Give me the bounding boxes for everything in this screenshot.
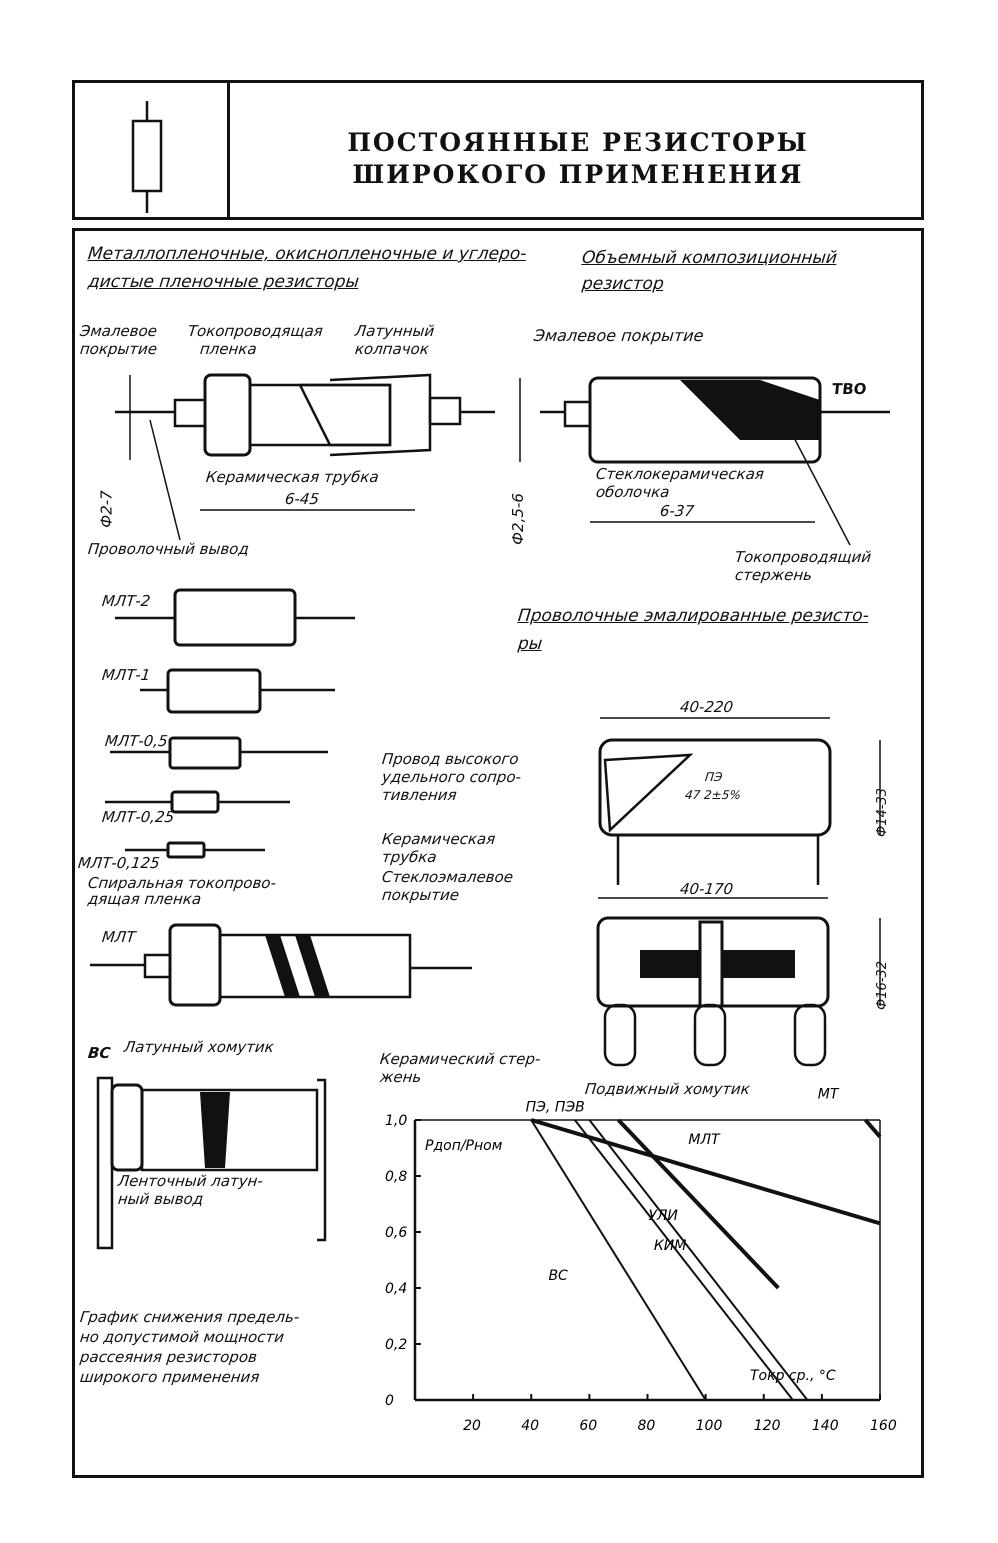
y-tick-label: 0,6 xyxy=(385,1225,407,1241)
page-title: ПОСТОЯННЫЕ РЕЗИСТОРЫ ШИРОКОГО ПРИМЕНЕНИЯ xyxy=(235,127,921,191)
vs-resistor-drawing xyxy=(96,1076,327,1250)
y-tick-label: 1,0 xyxy=(385,1113,407,1129)
mlt-cutaway-drawing xyxy=(90,923,472,1007)
series-label: УЛИ xyxy=(648,1208,678,1224)
x-tick-label: 20 xyxy=(463,1418,481,1434)
x-tick-label: 140 xyxy=(812,1418,839,1434)
wire-resistor-drawing xyxy=(596,717,881,1067)
series-label: МТ xyxy=(818,1086,840,1102)
resistor-symbol-icon xyxy=(131,101,163,213)
y-axis-label: Рдоп/Рном xyxy=(425,1138,503,1154)
series-line xyxy=(530,1119,707,1401)
series-line xyxy=(530,1118,881,1226)
series-label: МЛТ xyxy=(688,1132,721,1148)
x-tick-label: 120 xyxy=(754,1418,781,1434)
series-label: ПЭ, ПЭВ xyxy=(526,1100,585,1116)
title-line-2: ШИРОКОГО ПРИМЕНЕНИЯ xyxy=(352,160,804,189)
series-line xyxy=(588,1119,809,1401)
x-tick-label: 80 xyxy=(638,1418,656,1434)
series-label: ВС xyxy=(548,1268,568,1284)
series-line xyxy=(616,1118,780,1290)
y-tick-label: 0,2 xyxy=(385,1337,407,1353)
bulk-resistor-drawing xyxy=(519,376,890,546)
film-resistor-drawing xyxy=(115,373,495,541)
x-tick-label: 40 xyxy=(521,1418,539,1434)
x-tick-label: 100 xyxy=(696,1418,723,1434)
y-tick-label: 0,8 xyxy=(385,1169,407,1185)
series-line xyxy=(574,1119,794,1401)
series-label: КИМ xyxy=(654,1238,687,1254)
x-tick-label: 160 xyxy=(870,1418,897,1434)
y-tick-label: 0,4 xyxy=(385,1281,407,1297)
title-line-1: ПОСТОЯННЫЕ РЕЗИСТОРЫ xyxy=(347,128,809,157)
content-frame xyxy=(72,228,924,1478)
header-divider xyxy=(227,83,230,217)
x-tick-label: 60 xyxy=(579,1418,597,1434)
series-line xyxy=(863,1118,882,1139)
y-tick-label: 0 xyxy=(385,1393,394,1409)
page-header: ПОСТОЯННЫЕ РЕЗИСТОРЫ ШИРОКОГО ПРИМЕНЕНИЯ xyxy=(72,80,924,220)
mlt-series-drawing xyxy=(105,588,355,859)
